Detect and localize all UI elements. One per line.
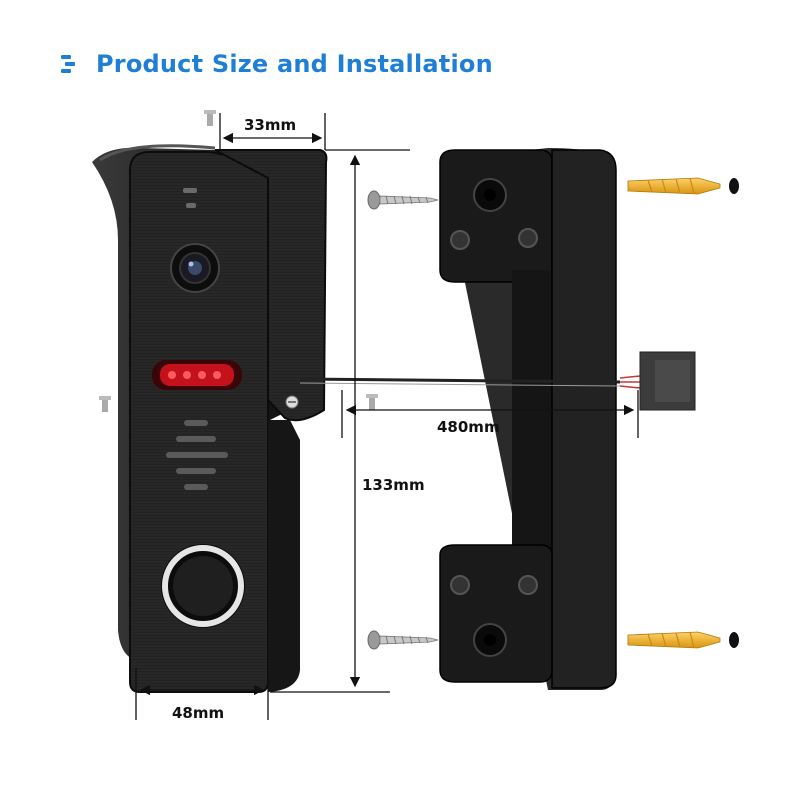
middle-screw-icon [366,394,378,410]
wall-anchor-icon [627,177,739,195]
wall-anchor-icon [627,631,739,649]
side-screw-icon [285,395,299,409]
bracket-hole [473,623,507,657]
ir-led-strip [152,360,242,390]
led-hole [186,203,196,208]
dimension-lines [135,113,639,720]
doorbell-unit [92,144,328,693]
page-title: Product Size and Installation [96,50,493,78]
width-dimension-label: 48mm [172,704,225,722]
call-button[interactable] [161,544,245,628]
depth-dimension-label: 33mm [244,116,297,134]
mounting-bracket [439,148,617,690]
cable-connector-icon [639,351,696,411]
bracket-nut [518,228,538,248]
bracket-nut [450,230,470,250]
mic-hole [183,188,197,193]
height-dimension-label: 133mm [362,476,425,494]
bracket-hole [473,178,507,212]
body-side [268,420,300,692]
camera-lens [170,243,220,293]
left-screw-icon [99,396,111,412]
wall-screw-icon [367,630,439,650]
bracket-nut [450,575,470,595]
section-header: Product Size and Installation [60,46,493,82]
wall-screw-icon [367,190,439,210]
cable-length-dimension-label: 480mm [437,418,500,436]
list-lines-icon [61,55,75,73]
hood-side [214,149,328,422]
bracket-nut [518,575,538,595]
top-screw-icon [204,110,216,126]
speaker-grille [166,420,228,490]
